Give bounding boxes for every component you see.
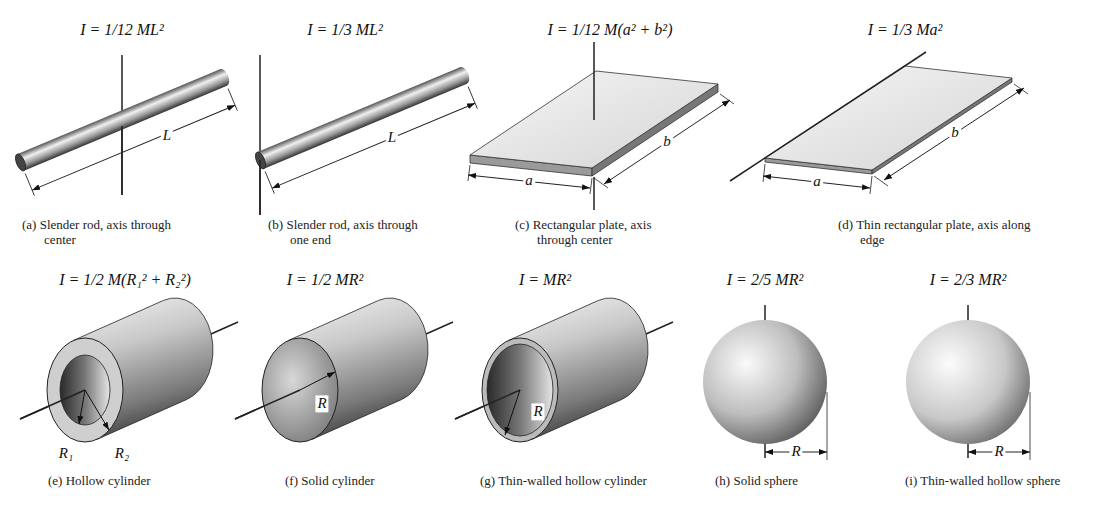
dimension-line: [884, 88, 1024, 180]
dimension-label: L: [386, 129, 398, 146]
dimension-label: b: [661, 133, 673, 150]
inertia-formula: I = 1/3 Ma²: [868, 21, 943, 39]
dimension-label: R₁: [57, 445, 75, 462]
inertia-formula: I = 2/3 MR²: [930, 271, 1006, 289]
figure-caption: (d) Thin rectangular plate, axis along e…: [838, 218, 1035, 248]
inertia-formula: I = 1/12 ML²: [80, 21, 164, 39]
figure-caption: (c) Rectangular plate, axis through cent…: [515, 218, 687, 248]
dimension-label: R: [992, 443, 1005, 460]
radius-arrow: [79, 390, 85, 424]
figure-caption: (a) Slender rod, axis through center: [22, 218, 179, 248]
rotation-axis: [730, 52, 926, 181]
cylinder-figure: [20, 298, 238, 442]
dimension-label: R: [315, 395, 328, 412]
rod-figure: [13, 55, 242, 197]
figure-caption: (h) Solid sphere: [715, 474, 887, 489]
inertia-formula: I = 1/12 M(a² + b²): [548, 21, 673, 39]
radius-arrow: [505, 390, 520, 435]
dimension-line: [272, 103, 475, 188]
dimension-line: [32, 105, 235, 190]
inertia-formula: I = 1/3 ML²: [307, 21, 383, 39]
dimension-label: R: [531, 403, 544, 420]
sphere-figure: [906, 305, 1030, 460]
dimension-label: R: [789, 443, 802, 460]
radius-arrow: [85, 390, 109, 430]
radius-arrow: [300, 372, 335, 390]
rod-figure: [253, 55, 482, 215]
cylinder-figure: [455, 298, 673, 442]
dimension-line: [604, 100, 730, 184]
dimension-label: L: [161, 127, 173, 144]
plate-figure: [468, 42, 734, 210]
rotation-axis: [259, 55, 261, 215]
dimension-label: a: [523, 172, 535, 189]
cylinder-figure: [235, 298, 453, 442]
sphere-figure: [703, 305, 827, 460]
figure-caption: (i) Thin-walled hollow sphere: [905, 474, 1077, 489]
sphere-body: [703, 320, 827, 444]
dimension-label: R₂: [113, 445, 131, 462]
plate-top: [765, 66, 1012, 170]
inertia-formula: I = 1/2 M(R₁² + R₂²): [59, 271, 191, 289]
dimension-label: a: [811, 173, 823, 190]
rotation-axis: [593, 177, 595, 210]
figure-caption: (f) Solid cylinder: [285, 474, 457, 489]
rod-body: [257, 67, 467, 169]
figure-caption: (e) Hollow cylinder: [48, 474, 230, 489]
figure-caption: (b) Slender rod, axis through one end: [268, 218, 430, 248]
dimension-label: b: [949, 124, 961, 141]
figure-caption: (g) Thin-walled hollow cylinder: [480, 474, 652, 489]
inertia-formula: I = 2/5 MR²: [727, 271, 803, 289]
inertia-formula: I = MR²: [519, 271, 571, 289]
sphere-body: [906, 320, 1030, 444]
inertia-formula: I = 1/2 MR²: [287, 271, 363, 289]
plate-figure: [730, 52, 1028, 194]
